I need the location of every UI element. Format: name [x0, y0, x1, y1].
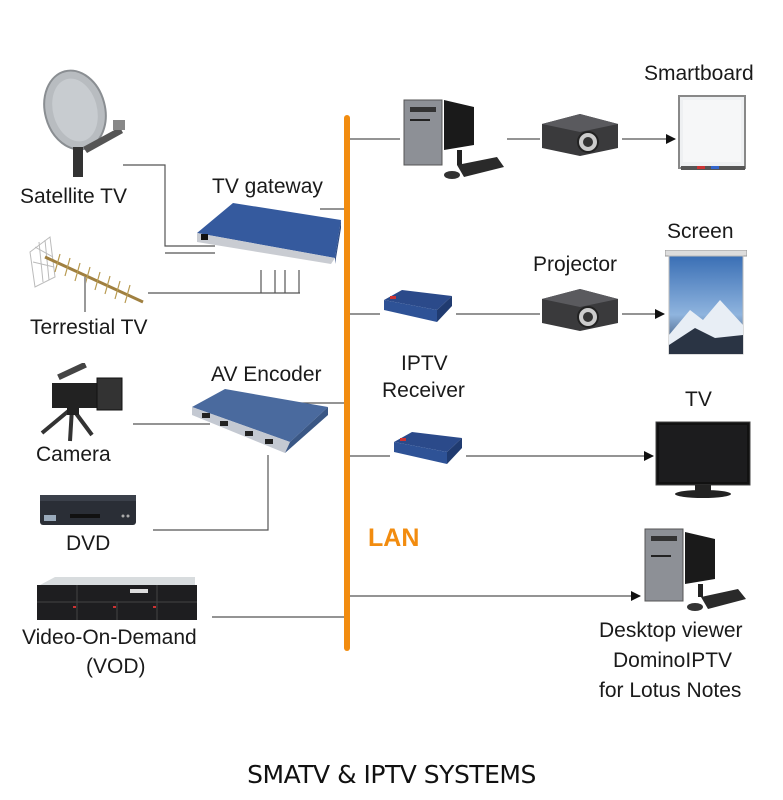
desktop-computer-icon	[403, 99, 504, 179]
projection-screen-icon	[665, 250, 747, 355]
iptv-receiver-icon	[394, 432, 462, 464]
source-label-terrestrial: Terrestial TV	[30, 316, 148, 339]
output-label-screen: Screen	[667, 220, 734, 243]
projector-icon	[542, 114, 618, 156]
output-label-lotus-notes: for Lotus Notes	[599, 679, 742, 702]
source-label-camera: Camera	[36, 443, 111, 466]
diagram-title: SMATV & IPTV SYSTEMS	[247, 760, 536, 789]
server-rack-icon	[37, 577, 197, 620]
smartboard-icon	[678, 95, 746, 170]
lan-label: LAN	[368, 524, 420, 552]
output-label-tv: TV	[685, 388, 712, 411]
iptv-receiver-icon	[384, 290, 452, 322]
wire-satellite	[123, 164, 215, 247]
source-label-dvd: DVD	[66, 532, 111, 555]
source-label-satellite: Satellite TV	[20, 185, 127, 208]
wire-dvd	[153, 455, 269, 531]
video-camera-icon	[40, 363, 123, 442]
flat-tv-icon	[655, 421, 751, 498]
headend-label-tv-gateway: TV gateway	[212, 175, 323, 198]
gateway-box-icon	[197, 203, 341, 264]
satellite-dish-icon	[43, 69, 125, 177]
headend-label-av-encoder: AV Encoder	[211, 363, 322, 386]
output-label-receiver: Receiver	[382, 379, 465, 402]
output-label-projector: Projector	[533, 253, 618, 276]
source-label-vod-2: (VOD)	[86, 655, 146, 678]
output-label-dominoiptv: DominoIPTV	[613, 649, 733, 672]
antenna-icon	[29, 236, 144, 312]
desktop-computer-icon	[644, 528, 746, 611]
dvd-player-icon	[40, 495, 136, 525]
source-label-vod: Video-On-Demand	[22, 626, 197, 649]
output-label-iptv: IPTV	[401, 352, 448, 375]
encoder-box-icon	[192, 389, 328, 453]
output-label-smartboard: Smartboard	[644, 62, 754, 85]
projector-icon	[542, 289, 618, 331]
output-label-desktop-viewer: Desktop viewer	[599, 619, 743, 642]
